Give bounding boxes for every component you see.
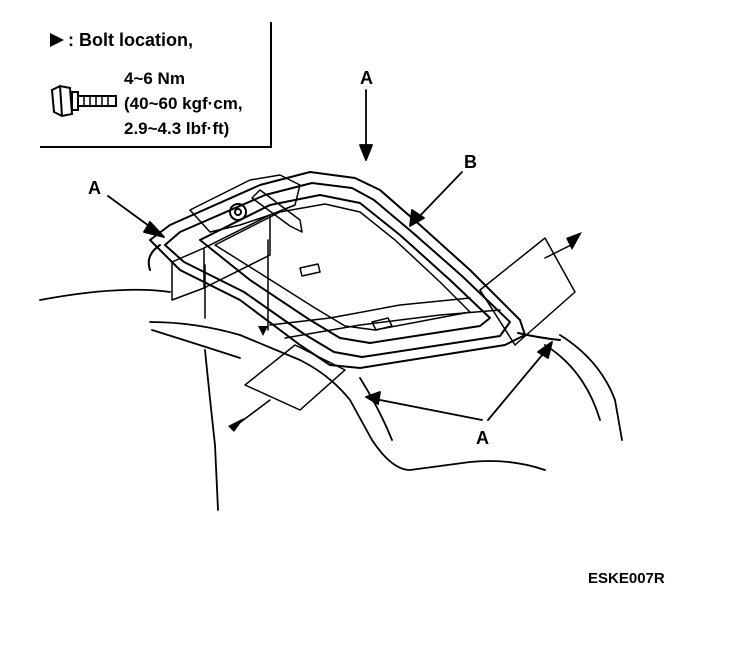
glass-panel bbox=[214, 203, 471, 331]
callout-a-bottom: A bbox=[476, 428, 489, 448]
exploded-view-boxes bbox=[171, 214, 576, 411]
arrow-a-bottom-1 bbox=[369, 397, 483, 421]
triangle-marker-icon bbox=[228, 418, 244, 432]
arrow-a-bottom-2 bbox=[487, 347, 549, 421]
torque-nm: 4~6 Nm bbox=[124, 69, 185, 88]
callout-b: B bbox=[464, 152, 477, 172]
torque-spec: 4~6 Nm (40~60 kgf·cm, 2.9~4.3 lbf·ft) bbox=[124, 66, 243, 141]
torque-kgfcm: (40~60 kgf·cm, bbox=[124, 94, 243, 113]
triangle-marker-icon bbox=[258, 326, 268, 336]
torque-lbfft: 2.9~4.3 lbf·ft) bbox=[124, 119, 230, 138]
legend-box: : Bolt location, 4~6 Nm (40~60 kgf·cm, 2… bbox=[40, 22, 272, 148]
bolt-icon bbox=[50, 84, 117, 118]
sunroof-frame bbox=[147, 171, 561, 369]
vehicle-body-outline bbox=[39, 288, 623, 511]
arrow-b bbox=[413, 171, 463, 223]
figure-code: ESKE007R bbox=[588, 570, 665, 587]
legend-title-text: : Bolt location, bbox=[68, 30, 193, 50]
legend-title: : Bolt location, bbox=[50, 30, 193, 51]
callout-a-left: A bbox=[88, 178, 101, 198]
marker-leader-lines bbox=[237, 242, 576, 425]
triangle-marker-icon bbox=[566, 232, 582, 250]
callout-arrows bbox=[107, 89, 553, 421]
triangle-marker-icon bbox=[50, 33, 64, 47]
callout-a-top: A bbox=[360, 68, 373, 88]
